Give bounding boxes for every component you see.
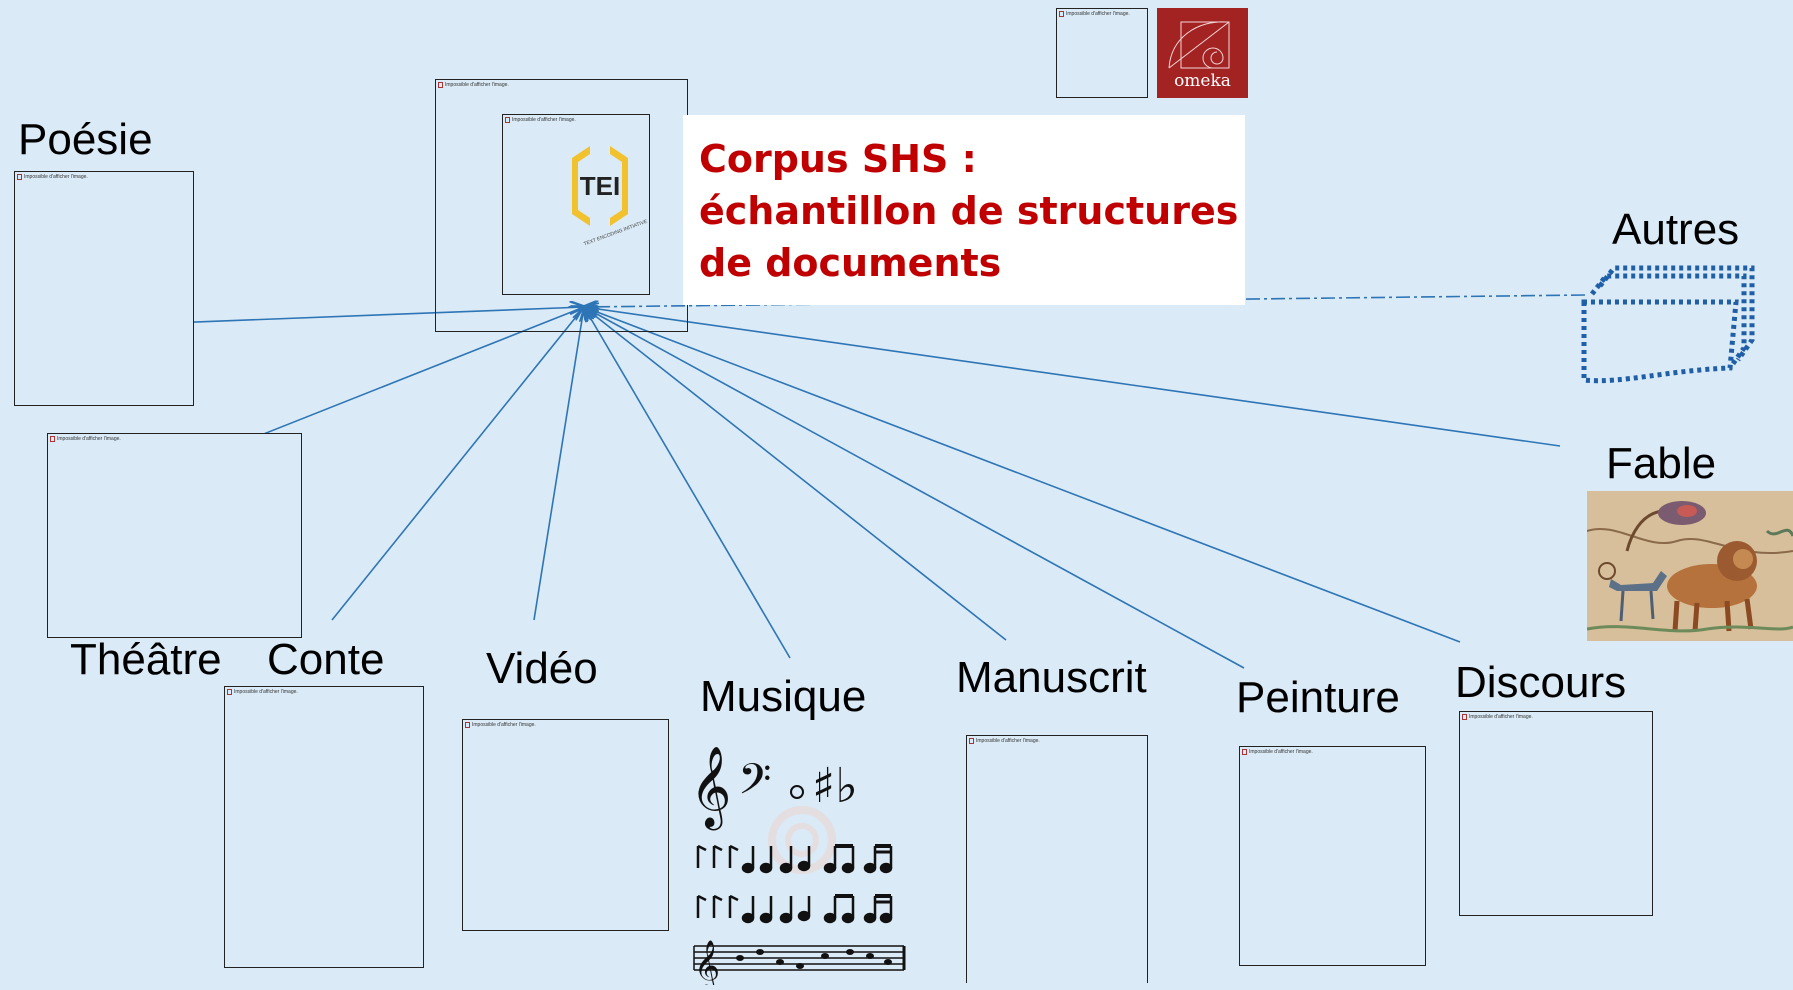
label-peinture: Peinture [1236,673,1400,722]
broken-image-icon [1059,11,1064,17]
hub-inner-image-placeholder: Impossible d'afficher l'image. [502,114,650,295]
conte-image-placeholder: Impossible d'afficher l'image. [224,686,424,968]
corpus-callout: Corpus SHS : échantillon de structures d… [683,115,1245,305]
label-conte: Conte [267,635,385,684]
label-fable: Fable [1606,439,1717,488]
connector-peinture [584,307,1245,669]
label-autres: Autres [1612,205,1740,254]
manuscrit-image-placeholder: Impossible d'afficher l'image. [966,735,1148,983]
callout-line-1: Corpus SHS : [699,137,977,181]
omeka-logo-text: omeka [1174,71,1231,91]
broken-image-icon [465,722,470,728]
poesie-image-placeholder: Impossible d'afficher l'image. [14,171,194,406]
broken-image-icon [505,117,510,123]
broken-image-icon [1242,749,1247,755]
label-theatre: Théâtre [70,635,222,684]
connector-conte [331,307,584,621]
connector-fable [584,307,1561,447]
broken-image-icon [438,82,443,88]
connector-video [533,307,584,621]
svg-text:♯♭: ♯♭ [812,758,858,814]
autres-dotted-shape [1580,260,1758,390]
label-manuscrit: Manuscrit [956,653,1147,702]
label-poesie: Poésie [18,115,153,164]
callout-line-3: de documents [699,241,1002,285]
video-image-placeholder: Impossible d'afficher l'image. [462,719,669,931]
broken-image-icon [969,738,974,744]
connector-musique [584,307,791,659]
fable-image [1587,491,1793,641]
label-video: Vidéo [486,644,598,693]
connector-poesie [117,307,584,326]
tei-logo-text: TEI [580,171,620,201]
broken-image-icon [227,689,232,695]
connector-manuscrit [584,307,1007,641]
peinture-image-placeholder: Impossible d'afficher l'image. [1239,746,1426,966]
tei-logo-tagline: TEXT ENCODING INITIATIVE [583,219,649,245]
broken-image-icon [17,174,22,180]
omeka-logo: omeka [1157,8,1248,98]
theatre-image-placeholder: Impossible d'afficher l'image. [47,433,302,638]
discours-image-placeholder: Impossible d'afficher l'image. [1459,711,1653,916]
top-image-placeholder: Impossible d'afficher l'image. [1056,8,1148,98]
svg-text:𝄞: 𝄞 [690,745,731,830]
svg-text:𝄞: 𝄞 [694,940,720,985]
callout-line-2: échantillon de structures [699,189,1239,233]
label-musique: Musique [700,672,867,721]
music-notation-image: 𝄞 𝄢 ♯♭ [690,740,915,990]
broken-image-icon [1462,714,1467,720]
tei-logo: TEI TEXT ENCODING INITIATIVE [546,140,654,247]
svg-text:𝄢: 𝄢 [738,755,771,815]
broken-image-icon [50,436,55,442]
label-discours: Discours [1455,658,1627,707]
connector-discours [584,307,1461,643]
